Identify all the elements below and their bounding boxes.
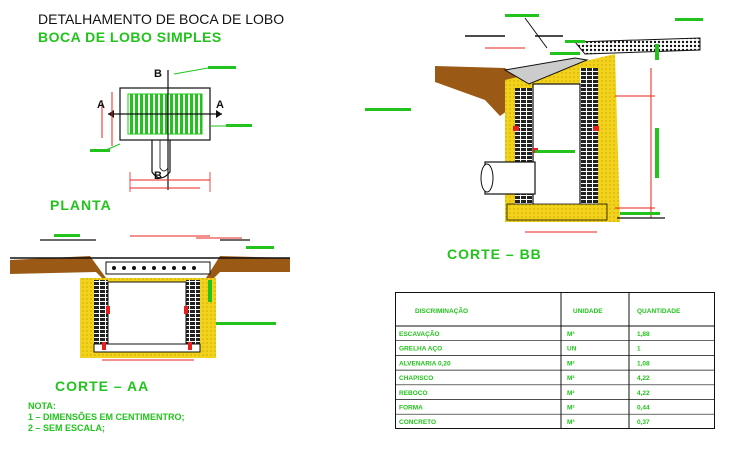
table-cell-unit: UN [567, 346, 577, 353]
cut-marker-a-right: A [216, 99, 224, 111]
table-cell-item: FORMA [399, 405, 423, 412]
table-cell-unit: M² [567, 405, 575, 412]
cut-marker-b-top: B [154, 68, 162, 80]
table-cell-item: CHAPISCO [399, 375, 433, 382]
cut-marker-a-left: A [97, 99, 105, 111]
drawing-subtitle: BOCA DE LOBO SIMPLES [38, 29, 222, 45]
section-bb-label: CORTE – BB [447, 246, 542, 262]
notes-heading: NOTA: [28, 401, 56, 411]
table-cell-item: CONCRETO [399, 419, 436, 426]
quantities-table: DISCRIMINAÇÃO UNIDADE QUANTIDADE ESCAVAÇ… [395, 292, 715, 429]
table-cell-item: ALVENARIA 0,20 [399, 360, 451, 367]
table-cell-qty: 4,22 [637, 375, 650, 382]
note-item-1: 1 – DIMENSÕES EM CENTIMENTRO; [28, 412, 185, 422]
table-header-qty: QUANTIDADE [637, 308, 681, 315]
section-aa-label: CORTE – AA [55, 378, 150, 394]
table-cell-unit: M³ [567, 419, 575, 426]
drawing-title: DETALHAMENTO DE BOCA DE LOBO [38, 11, 285, 27]
table-cell-unit: M³ [567, 331, 575, 338]
table-cell-unit: M² [567, 375, 575, 382]
table-cell-unit: M² [567, 360, 575, 367]
table-cell-item: GRELHA AÇO [399, 346, 442, 353]
plan-view-label: PLANTA [50, 197, 112, 213]
plan-view-drawing [90, 66, 252, 192]
table-cell-item: REBOCO [399, 390, 428, 397]
table-cell-qty: 0,37 [637, 419, 650, 426]
table-cell-qty: 1 [637, 346, 641, 353]
section-aa-drawing [10, 234, 290, 361]
note-item-2: 2 – SEM ESCALA; [28, 423, 106, 433]
table-cell-qty: 4,22 [637, 390, 650, 397]
table-cell-qty: 0,44 [637, 405, 650, 412]
table-header-item: DISCRIMINAÇÃO [415, 306, 468, 315]
table-cell-qty: 1,88 [637, 331, 650, 338]
cut-marker-b-bottom: B [154, 170, 162, 182]
table-cell-qty: 1,08 [637, 360, 650, 367]
table-cell-item: ESCAVAÇÃO [399, 329, 440, 338]
table-header-unit: UNIDADE [573, 308, 603, 315]
section-bb-drawing [365, 14, 703, 233]
table-cell-unit: M² [567, 390, 575, 397]
